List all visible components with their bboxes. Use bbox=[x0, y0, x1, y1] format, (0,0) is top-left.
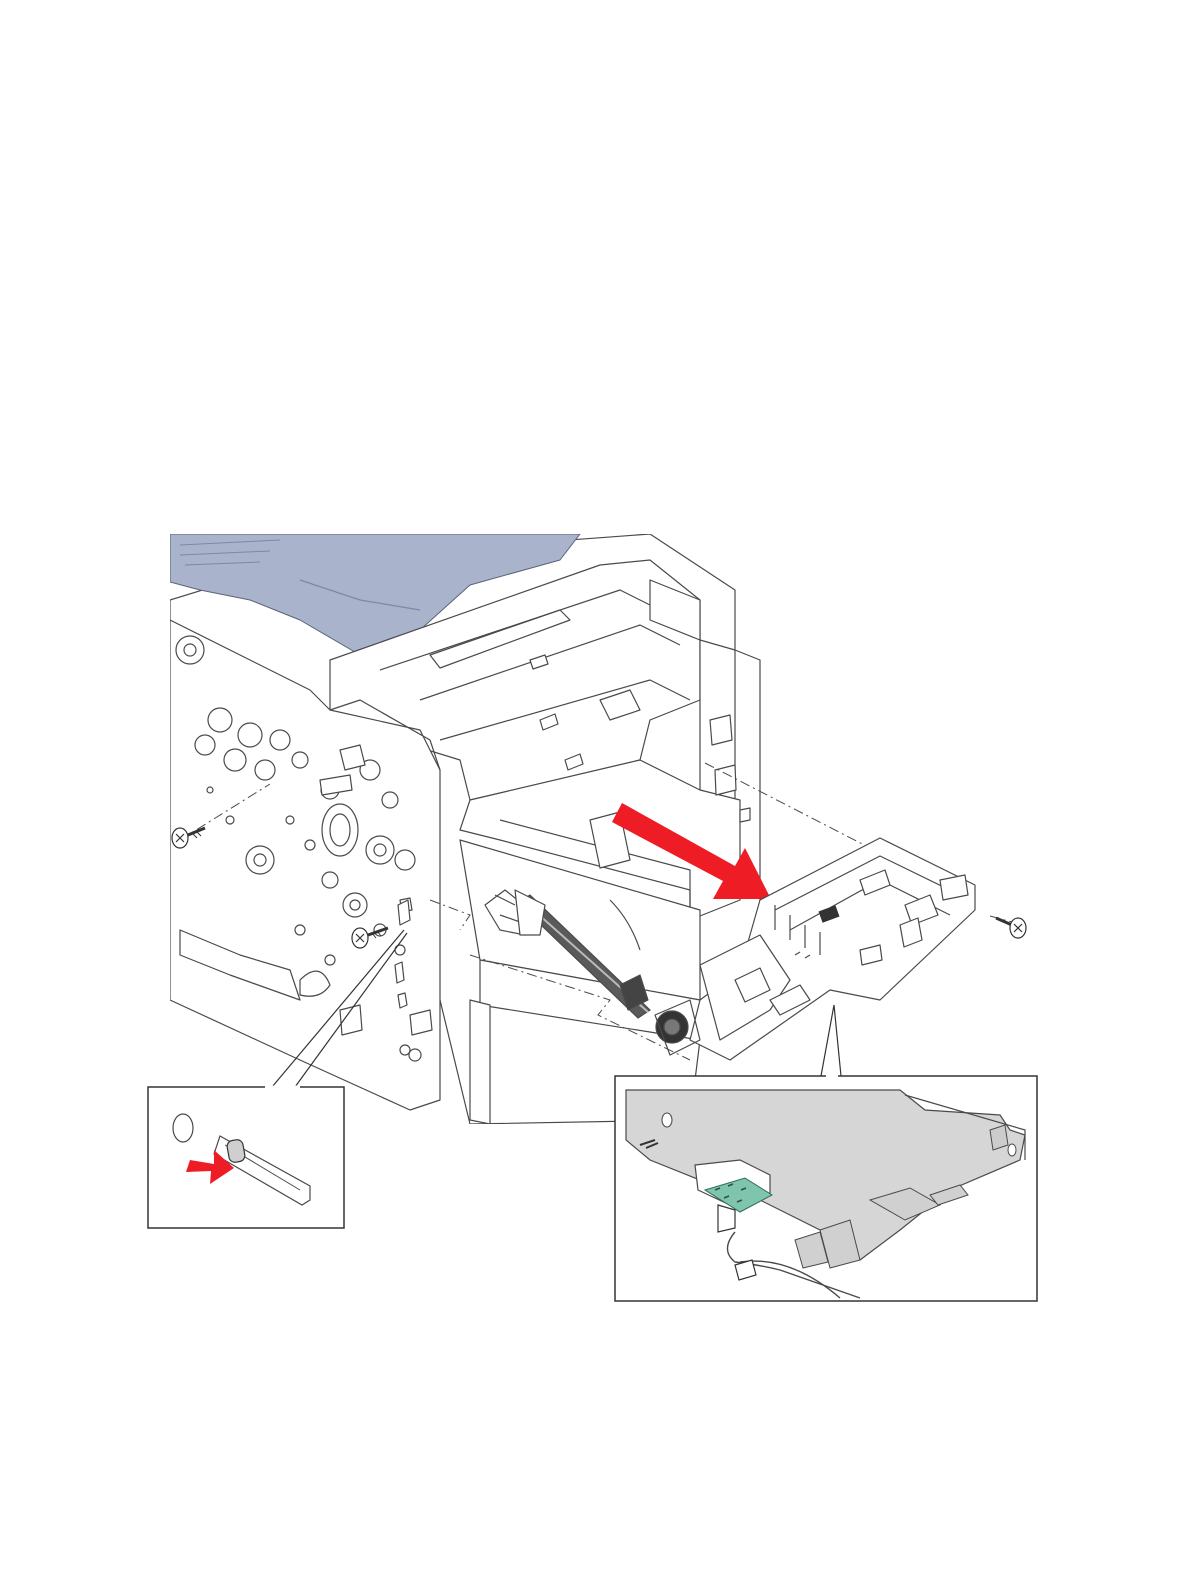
screw-icon bbox=[996, 918, 1026, 938]
